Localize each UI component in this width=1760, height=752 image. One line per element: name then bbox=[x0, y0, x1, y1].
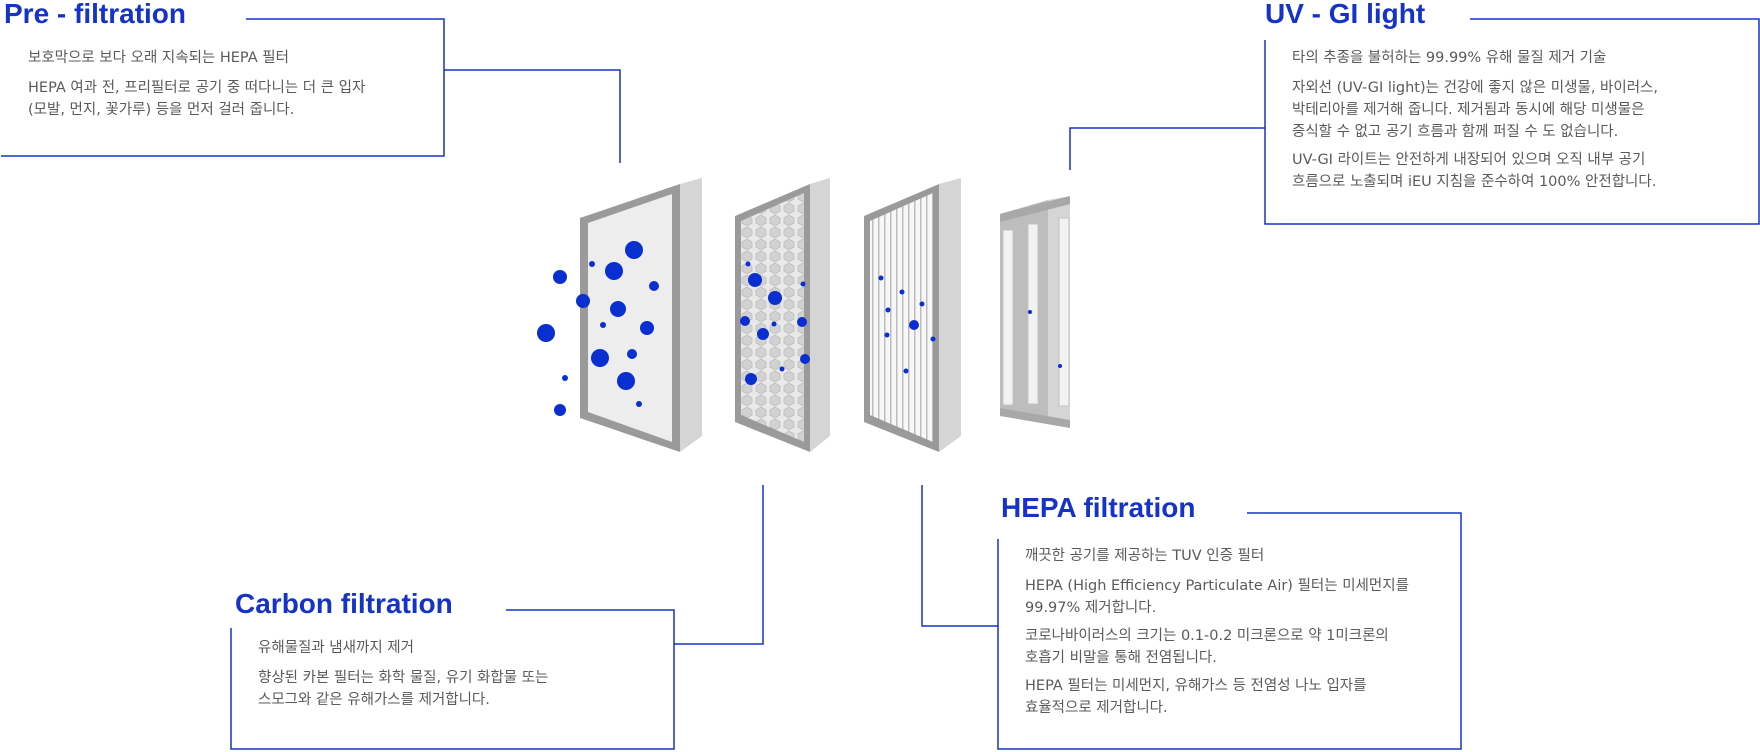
hepa-filtration-body-2: 코로나바이러스의 크기는 0.1-0.2 미크론으로 약 1미크론의 호흡기 비… bbox=[1025, 628, 1389, 666]
pre-filtration-title: Pre - filtration bbox=[4, 0, 193, 30]
particles bbox=[537, 241, 1062, 416]
uv-box: 타의 추종을 불허하는 99.99% 유해 물질 제거 기술 자외선 (UV-G… bbox=[1292, 47, 1742, 199]
uv-title: UV - GI light bbox=[1265, 0, 1432, 30]
uv-subtitle: 타의 추종을 불허하는 99.99% 유해 물질 제거 기술 bbox=[1292, 50, 1607, 66]
pre-filtration-leader bbox=[444, 69, 621, 163]
hepa-filtration-body-1: HEPA (High Efficiency Particulate Air) 필… bbox=[1025, 578, 1409, 616]
carbon-filtration-box: 유해물질과 냄새까지 제거 향상된 카본 필터는 화학 물질, 유기 화합물 또… bbox=[258, 637, 658, 717]
uv-leader bbox=[1069, 127, 1265, 170]
pre-filtration-body: HEPA 여과 전, 프리필터로 공기 중 떠다니는 더 큰 입자 (모발, 먼… bbox=[28, 80, 366, 118]
carbon-filter-panel bbox=[735, 178, 830, 452]
carbon-filtration-body: 향상된 카본 필터는 화학 물질, 유기 화합물 또는 스모그와 같은 유해가스… bbox=[258, 670, 549, 708]
hepa-filtration-box: 깨끗한 공기를 제공하는 TUV 인증 필터 HEPA (High Effici… bbox=[1025, 545, 1445, 725]
pre-filtration-box-outline bbox=[1, 18, 445, 157]
hepa-filtration-body-3: HEPA 필터는 미세먼지, 유해가스 등 전염성 나노 입자를 효율적으로 제… bbox=[1025, 678, 1367, 716]
uv-body-2: UV-GI 라이트는 안전하게 내장되어 있으며 오직 내부 공기 흐름으로 노… bbox=[1292, 152, 1657, 190]
hepa-filtration-title: HEPA filtration bbox=[1001, 492, 1202, 524]
hepa-leader bbox=[921, 485, 998, 627]
pre-filtration-box: 보호막으로 보다 오래 지속되는 HEPA 필터 HEPA 여과 전, 프리필터… bbox=[28, 47, 438, 127]
carbon-box-outline bbox=[230, 609, 675, 750]
filter-illustration bbox=[537, 178, 1070, 452]
carbon-filtration-subtitle: 유해물질과 냄새까지 제거 bbox=[258, 640, 414, 656]
hepa-box-outline bbox=[997, 512, 1462, 750]
hepa-filtration-subtitle: 깨끗한 공기를 제공하는 TUV 인증 필터 bbox=[1025, 548, 1265, 564]
uv-box-outline bbox=[1264, 18, 1760, 225]
hepa-filter-panel bbox=[864, 178, 961, 452]
uv-body-1: 자외선 (UV-GI light)는 건강에 좋지 않은 미생물, 바이러스, … bbox=[1292, 80, 1659, 140]
uv-lamp-frame bbox=[1000, 196, 1070, 428]
carbon-filtration-title: Carbon filtration bbox=[235, 588, 459, 620]
pre-filter-panel bbox=[580, 178, 702, 452]
pre-filtration-subtitle: 보호막으로 보다 오래 지속되는 HEPA 필터 bbox=[28, 50, 289, 66]
carbon-leader bbox=[674, 485, 764, 645]
